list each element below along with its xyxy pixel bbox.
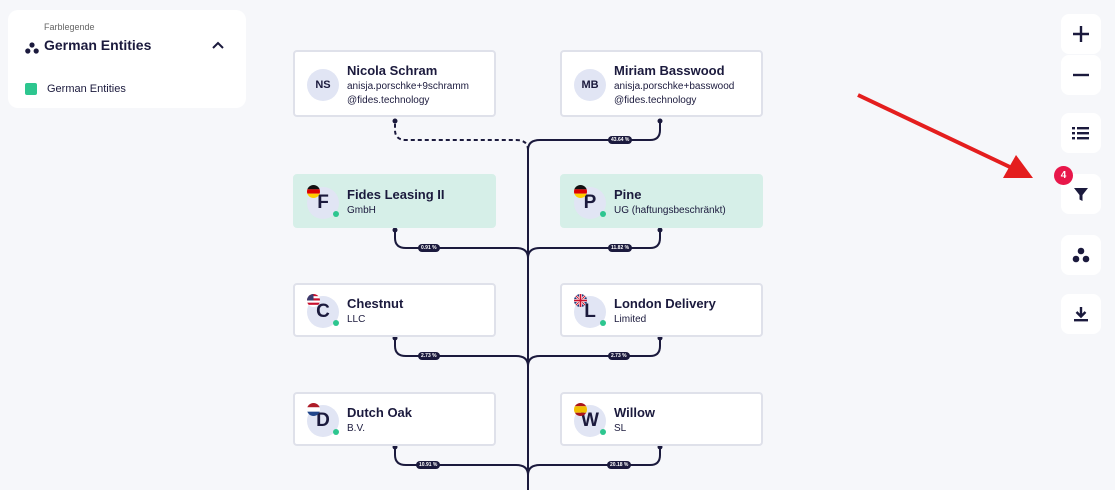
- avatar: C: [307, 296, 339, 328]
- node-legal-form: GmbH: [347, 205, 376, 216]
- ownership-percent: 2.73 %: [608, 352, 630, 360]
- filter-count-badge: 4: [1054, 166, 1073, 185]
- status-dot: [600, 211, 606, 217]
- avatar: MB: [574, 69, 606, 101]
- person-node-miriam-basswood[interactable]: MB Miriam Basswood anisja.porschke+bassw…: [560, 50, 763, 117]
- node-legal-form: UG (haftungsbeschränkt): [614, 205, 726, 216]
- ownership-percent: 20.18 %: [607, 461, 632, 469]
- avatar: NS: [307, 69, 339, 101]
- group-icon: [25, 42, 39, 54]
- group-icon: [1072, 247, 1090, 263]
- entity-node-london-delivery[interactable]: L London Delivery Limited: [560, 283, 763, 337]
- status-dot: [333, 320, 339, 326]
- legend-swatch: [25, 83, 37, 95]
- status-dot: [333, 429, 339, 435]
- legend-subtitle: Farblegende: [44, 22, 95, 32]
- ownership-percent: 43.64 %: [608, 136, 633, 144]
- node-name: Chestnut: [347, 296, 404, 311]
- color-legend-panel: Farblegende German Entities German Entit…: [8, 10, 246, 108]
- entity-node-willow[interactable]: W Willow SL: [560, 392, 763, 446]
- ownership-percent: 10.91 %: [416, 461, 441, 469]
- node-email: anisja.porschke+basswood: [614, 81, 735, 92]
- usa-flag-icon: [307, 294, 320, 307]
- germany-flag-icon: [574, 185, 587, 198]
- chevron-up-icon[interactable]: [211, 40, 225, 50]
- netherlands-flag-icon: [307, 403, 320, 416]
- node-name: London Delivery: [614, 296, 716, 311]
- node-email-domain: @fides.technology: [614, 95, 697, 106]
- node-name: Pine: [614, 187, 642, 202]
- minus-icon: [1073, 73, 1089, 77]
- download-button[interactable]: [1061, 294, 1101, 334]
- node-name: Dutch Oak: [347, 405, 413, 420]
- node-name: Fides Leasing II: [347, 187, 445, 202]
- entity-node-dutch-oak[interactable]: D Dutch Oak B.V.: [293, 392, 496, 446]
- status-dot: [333, 211, 339, 217]
- node-name: Nicola Schram: [347, 63, 438, 78]
- zoom-in-button[interactable]: [1061, 14, 1101, 54]
- ownership-percent: 0.91 %: [418, 244, 440, 252]
- node-name: Miriam Basswood: [614, 63, 725, 78]
- filter-icon: [1074, 188, 1088, 201]
- download-icon: [1074, 307, 1088, 322]
- entity-node-chestnut[interactable]: C Chestnut LLC: [293, 283, 496, 337]
- list-icon: [1072, 127, 1089, 140]
- node-name: Willow: [614, 405, 656, 420]
- node-legal-form: B.V.: [347, 423, 365, 434]
- node-email: anisja.porschke+9schramm: [347, 81, 469, 92]
- legend-item-label: German Entities: [47, 83, 126, 95]
- node-email-domain: @fides.technology: [347, 95, 430, 106]
- person-node-nicola-schram[interactable]: NS Nicola Schram anisja.porschke+9schram…: [293, 50, 496, 117]
- spain-flag-icon: [574, 403, 587, 416]
- list-view-button[interactable]: [1061, 113, 1101, 153]
- germany-flag-icon: [307, 185, 320, 198]
- entity-node-fides-leasing[interactable]: F Fides Leasing II GmbH: [293, 174, 496, 228]
- legend-title: German Entities: [44, 37, 152, 53]
- node-legal-form: SL: [614, 423, 627, 434]
- ownership-percent: 11.82 %: [608, 244, 633, 252]
- ownership-percent: 2.73 %: [418, 352, 440, 360]
- legend-toggle-button[interactable]: [1061, 235, 1101, 275]
- node-legal-form: LLC: [347, 314, 366, 325]
- zoom-out-button[interactable]: [1061, 55, 1101, 95]
- plus-icon: [1073, 26, 1089, 42]
- status-dot: [600, 320, 606, 326]
- node-legal-form: Limited: [614, 314, 647, 325]
- status-dot: [600, 429, 606, 435]
- entity-node-pine[interactable]: P Pine UG (haftungsbeschränkt): [560, 174, 763, 228]
